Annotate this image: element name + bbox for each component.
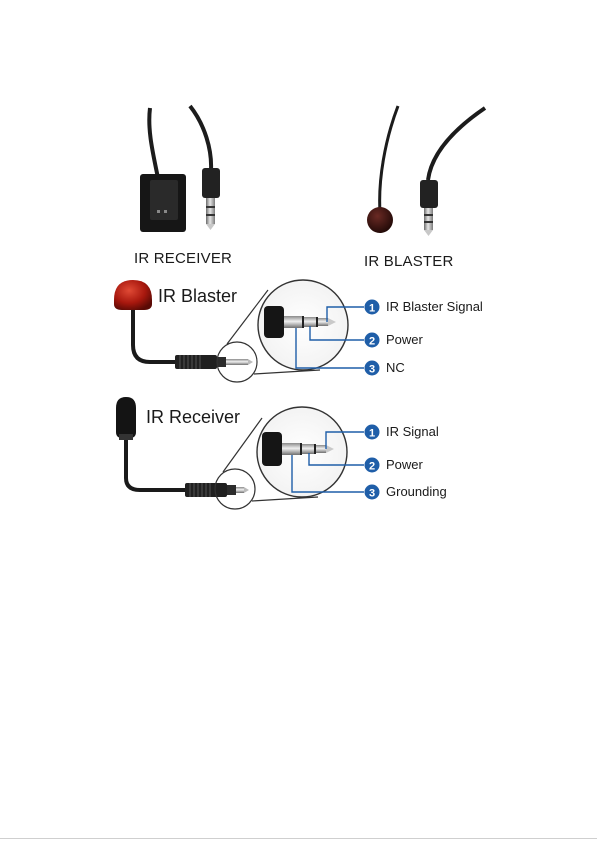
ir-blaster-photo xyxy=(367,106,485,236)
page-bottom-divider xyxy=(0,838,597,839)
blaster-pin-number-1: 1 xyxy=(369,303,375,315)
blaster-pin-number-2: 2 xyxy=(369,336,375,348)
pin-badges: 1 2 3 1 2 3 xyxy=(365,300,380,500)
ir-receiver-photo xyxy=(140,106,220,232)
ir-receiver-caption: IR RECEIVER xyxy=(134,250,232,267)
blaster-pin-badge-2: 2 xyxy=(365,333,380,348)
receiver-pin-badge-3: 3 xyxy=(365,485,380,500)
receiver-pin-label-2: Power xyxy=(386,457,423,472)
receiver-diagram-title: IR Receiver xyxy=(146,407,240,428)
receiver-pin-label-1: IR Signal xyxy=(386,424,439,439)
ir-blaster-emitter xyxy=(114,280,152,310)
ir-blaster-caption: IR BLASTER xyxy=(364,253,454,270)
receiver-pin-number-1: 1 xyxy=(369,428,375,440)
blaster-pin-badge-1: 1 xyxy=(365,300,380,315)
blaster-pin-number-3: 3 xyxy=(369,364,375,376)
ir-receiver-head xyxy=(116,397,136,438)
receiver-pin-number-2: 2 xyxy=(369,461,375,473)
blaster-pin-label-3: NC xyxy=(386,360,405,375)
blaster-pin-label-1: IR Blaster Signal xyxy=(386,299,483,314)
receiver-pin-badge-1: 1 xyxy=(365,425,380,440)
blaster-pin-label-2: Power xyxy=(386,332,423,347)
blaster-pin-badge-3: 3 xyxy=(365,361,380,376)
receiver-pin-label-3: Grounding xyxy=(386,484,447,499)
blaster-diagram-title: IR Blaster xyxy=(158,286,237,307)
receiver-pin-badge-2: 2 xyxy=(365,458,380,473)
receiver-pin-number-3: 3 xyxy=(369,488,375,500)
